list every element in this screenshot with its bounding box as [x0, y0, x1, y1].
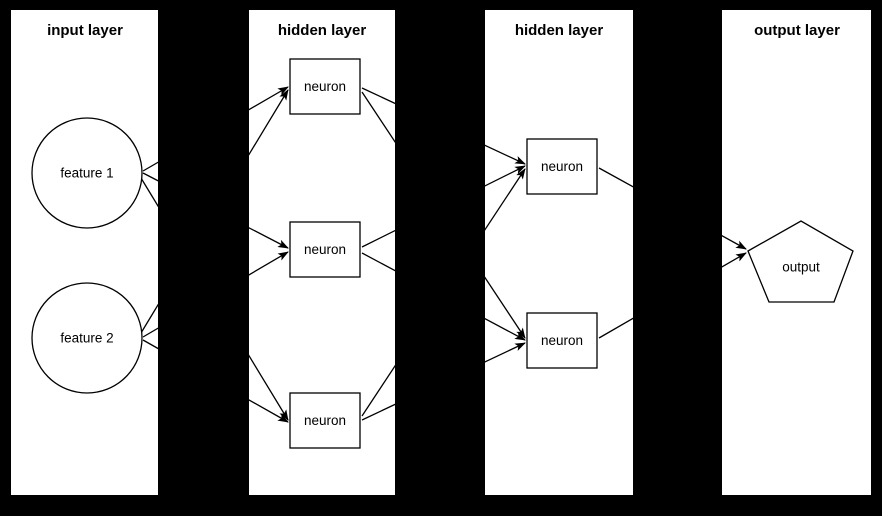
node-label-h1-neuron-1: neuron: [304, 79, 346, 94]
node-label-h2-neuron-2: neuron: [541, 333, 583, 348]
node-label-feature-2: feature 2: [60, 331, 113, 346]
layer-title-output: output layer: [754, 22, 840, 39]
node-label-output-node: output: [782, 260, 820, 275]
circle-feature-2[interactable]: [31, 282, 143, 394]
layer-title-hidden-2: hidden layer: [515, 22, 604, 39]
circle-feature-1[interactable]: [31, 117, 143, 229]
layer-nodes: feature 1 feature 2 neuron neuron neuron neur…: [31, 58, 854, 449]
node-h1-neuron-1[interactable]: neuron: [289, 58, 361, 115]
rect-h2-neuron-1[interactable]: [526, 138, 598, 195]
rect-h1-neuron-2[interactable]: [289, 221, 361, 278]
node-label-h2-neuron-1: neuron: [541, 159, 583, 174]
layer-title-input: input layer: [47, 22, 123, 39]
node-h1-neuron-2[interactable]: neuron: [289, 221, 361, 278]
panel-hidden-2: [485, 10, 633, 495]
rect-h2-neuron-2[interactable]: [526, 312, 598, 369]
node-feature-1[interactable]: feature 1: [31, 117, 143, 229]
node-label-h1-neuron-2: neuron: [304, 242, 346, 257]
layer-title-hidden-1: hidden layer: [278, 22, 367, 39]
node-feature-2[interactable]: feature 2: [31, 282, 143, 394]
pentagon-output-node[interactable]: [747, 220, 854, 303]
layer-panels: [11, 10, 871, 495]
rect-h1-neuron-3[interactable]: [289, 392, 361, 449]
rect-h1-neuron-1[interactable]: [289, 58, 361, 115]
panel-input: [11, 10, 158, 495]
node-h1-neuron-3[interactable]: neuron: [289, 392, 361, 449]
layer-titles: input layer hidden layer hidden layer outpu…: [47, 22, 840, 39]
node-output-node[interactable]: output: [747, 220, 854, 303]
node-label-feature-1: feature 1: [60, 166, 113, 181]
layer-edges: [140, 86, 747, 423]
node-h2-neuron-2[interactable]: neuron: [526, 312, 598, 369]
node-h2-neuron-1[interactable]: neuron: [526, 138, 598, 195]
node-label-h1-neuron-3: neuron: [304, 413, 346, 428]
